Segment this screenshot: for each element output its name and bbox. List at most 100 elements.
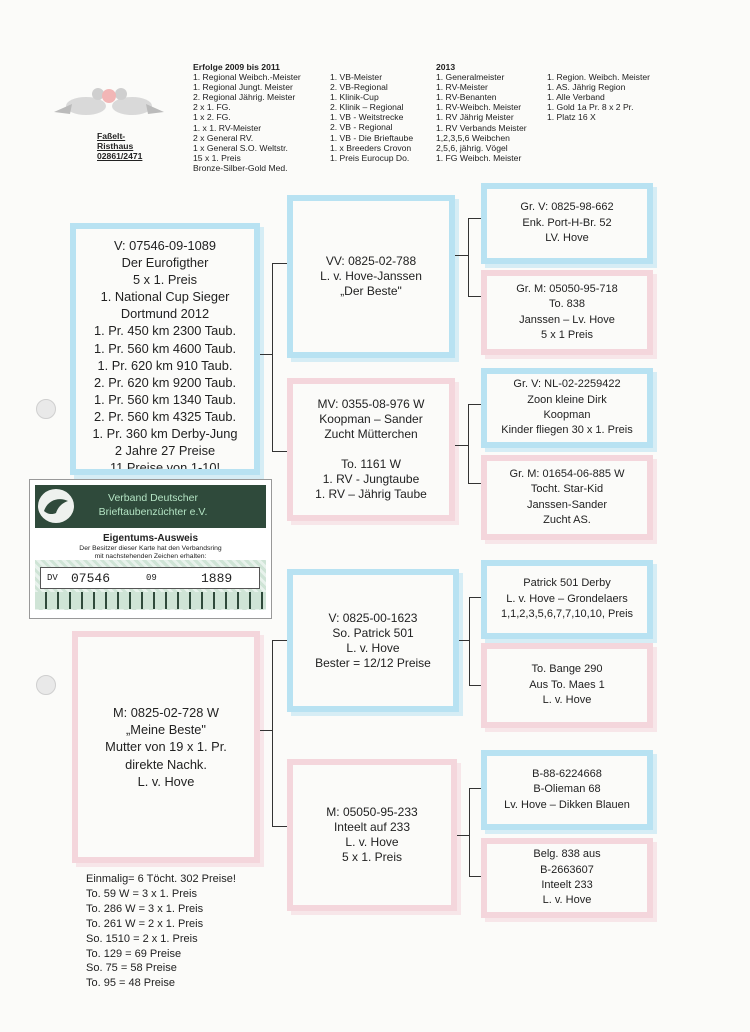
pedigree-line: „Der Beste" bbox=[340, 284, 402, 298]
pedigree-line: 2. Pr. 620 km 9200 Taub. bbox=[93, 374, 237, 390]
pigeon-logo bbox=[46, 74, 172, 124]
ring-serial: 1889 bbox=[201, 571, 233, 586]
pedigree-line: Zucht Mütterchen bbox=[324, 427, 418, 441]
pedigree-line: Inteelt 233 bbox=[541, 879, 593, 891]
pedigree-line: Gr. M: 01654-06-885 W bbox=[509, 467, 625, 480]
connector bbox=[272, 263, 273, 451]
success-item: 1. RV Verbands Meister bbox=[436, 122, 527, 133]
connector bbox=[469, 876, 481, 877]
pedigree-line: 2. Pr. 560 km 4325 Taub. bbox=[93, 408, 237, 424]
pedigree-line: L. v. Hove bbox=[345, 835, 399, 849]
connector bbox=[469, 597, 470, 685]
success-item: 1. AS. Jährig Region bbox=[547, 82, 626, 93]
connector bbox=[457, 835, 469, 836]
success-item: 1. RV-Benanten bbox=[436, 92, 497, 103]
ring-prefix: DV bbox=[47, 573, 58, 583]
dove-logo-icon bbox=[38, 489, 74, 523]
pedigree-line: Gr. M: 05050-95-718 bbox=[516, 282, 618, 295]
grandparent-5-box: Patrick 501 Derby L. v. Hove – Grondelaer… bbox=[481, 560, 653, 639]
pedigree-line: 1,1,2,3,5,6,7,7,10,10, Preis bbox=[500, 608, 634, 621]
connector bbox=[468, 404, 481, 405]
success-item: 1. VB - Die Brieftaube bbox=[330, 132, 414, 143]
pedigree-line: „Meine Beste" bbox=[126, 722, 206, 738]
connector bbox=[469, 788, 481, 789]
success-item: 1. FG Weibch. Meister bbox=[436, 152, 522, 163]
card-text-line2: mit nachstehenden Zeichen erhalten: bbox=[94, 553, 207, 560]
pedigree-line: To. 1161 W bbox=[341, 457, 401, 471]
pedigree-line: Lv. Hove – Dikken Blauen bbox=[504, 798, 630, 811]
pedigree-line: 1. Pr. 560 km 1340 Taub. bbox=[93, 391, 237, 407]
main-mother-box: M: 0825-02-728 W„Meine Beste"Mutter von … bbox=[72, 631, 260, 863]
connector bbox=[455, 255, 468, 256]
offspring-item: To. 261 W = 2 x 1. Preis bbox=[86, 917, 204, 930]
pedigree-line: L. v. Hove bbox=[542, 694, 592, 707]
success-item: 1. VB-Meister bbox=[330, 72, 383, 82]
pedigree-line: Patrick 501 Derby bbox=[523, 577, 611, 590]
offspring-list: Einmalig= 6 Töcht. 302 Preise! To. 59 W =… bbox=[86, 872, 236, 991]
pedigree-line: 1. Pr. 450 km 2300 Taub. bbox=[93, 323, 237, 339]
successes-title: Erfolge 2009 bis 2011 bbox=[193, 62, 280, 72]
pedigree-line: Janssen – Lv. Hove bbox=[519, 313, 615, 326]
success-item: 2. Klinik – Regional bbox=[330, 102, 404, 113]
connector bbox=[272, 640, 287, 641]
pedigree-line: Der Eurofigther bbox=[121, 255, 209, 271]
connector bbox=[272, 451, 287, 452]
connector bbox=[469, 597, 481, 598]
connector bbox=[468, 296, 481, 297]
success-item: 15 x 1. Preis bbox=[193, 152, 241, 163]
breeder-line1: Faßelt- bbox=[97, 131, 126, 141]
pedigree-line: Belg. 838 aus bbox=[533, 848, 601, 861]
success-item: 1. x 1. RV-Meister bbox=[193, 122, 262, 133]
pedigree-line: To. Bange 290 bbox=[531, 663, 603, 676]
breeder-name: Faßelt- Risthaus 02861/2471 bbox=[97, 131, 142, 161]
success-item: 2,5,6, jährig. Vögel bbox=[436, 142, 508, 153]
pedigree-line: Bester = 12/12 Preise bbox=[315, 655, 431, 670]
success-item: Bronze-Silber-Gold Med. bbox=[193, 162, 288, 173]
pedigree-line: L. v. Hove-Janssen bbox=[320, 269, 422, 283]
connector bbox=[260, 354, 272, 355]
pedigree-line: Inteelt auf 233 bbox=[333, 820, 411, 834]
pedigree-line: Tocht. Star-Kid bbox=[530, 483, 604, 496]
card-title: Eigentums-Ausweis bbox=[102, 533, 199, 544]
pedigree-line: L. v. Hove – Grondelaers bbox=[506, 592, 628, 605]
success-item: 1. Alle Verband bbox=[547, 92, 605, 103]
success-item: 1. RV-Meister bbox=[436, 82, 488, 93]
pedigree-line: 5 x 1. Preis bbox=[132, 272, 197, 288]
card-text: Der Besitzer dieser Karte hat den Verban… bbox=[30, 545, 271, 561]
connector bbox=[469, 685, 481, 686]
pedigree-line: 1. Pr. 360 km Derby-Jung bbox=[92, 426, 238, 442]
card-org-line1: Verband Deutscher bbox=[108, 492, 198, 504]
success-item: 1. Preis Eurocup Do. bbox=[330, 152, 410, 163]
connector bbox=[272, 640, 273, 826]
pedigree-line: 1. RV – Jährig Taube bbox=[315, 487, 427, 501]
ownership-card: Verband Deutscher Brieftaubenzüchter e.V… bbox=[29, 479, 272, 619]
card-org-line2: Brieftaubenzüchter e.V. bbox=[98, 506, 208, 518]
success-item: 1,2,3,5,6 Weibchen bbox=[436, 132, 510, 143]
pedigree-line: L. v. Hove bbox=[542, 894, 592, 907]
success-item: 2. Regional Jährig. Meister bbox=[193, 92, 296, 103]
pedigree-line: L. v. Hove bbox=[346, 640, 400, 655]
offspring-item: Einmalig= 6 Töcht. 302 Preise! bbox=[86, 873, 236, 885]
success-item: 1. Platz 16 X bbox=[547, 112, 596, 123]
pedigree-line: 1. Pr. 560 km 4600 Taub. bbox=[93, 340, 237, 356]
success-item: 1. Regional Jungt. Meister bbox=[193, 82, 293, 93]
breeder-line2: Risthaus bbox=[97, 141, 134, 152]
success-item: 1. Region. Weibch. Meister bbox=[547, 72, 651, 82]
connector bbox=[468, 404, 469, 483]
pedigree-line: 1. Pr. 620 km 910 Taub. bbox=[97, 357, 233, 373]
pedigree-line: direkte Nachk. bbox=[125, 756, 207, 772]
ring-number-field: DV 07546 09 1889 bbox=[40, 567, 260, 589]
pedigree-line: B-2663607 bbox=[540, 863, 594, 876]
success-item: 2. VB - Regional bbox=[330, 122, 393, 133]
pedigree-line: M: 05050-95-233 bbox=[326, 805, 418, 819]
pedigree-line: So. Patrick 501 bbox=[332, 625, 414, 640]
offspring-item: To. 59 W = 3 x 1. Preis bbox=[86, 887, 197, 900]
offspring-item: So. 1510 = 2 x 1. Preis bbox=[86, 932, 198, 945]
